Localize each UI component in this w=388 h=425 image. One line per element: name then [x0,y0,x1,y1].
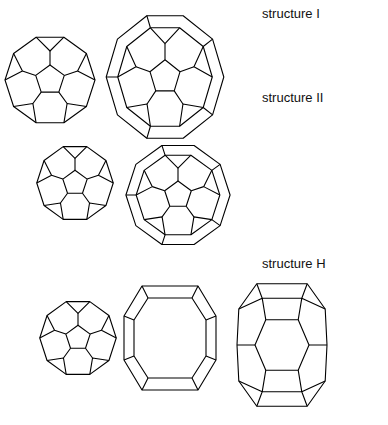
structure-label: structure I [262,6,320,21]
structure-label: structure II [262,90,323,105]
structure-label: structure H [262,256,326,271]
